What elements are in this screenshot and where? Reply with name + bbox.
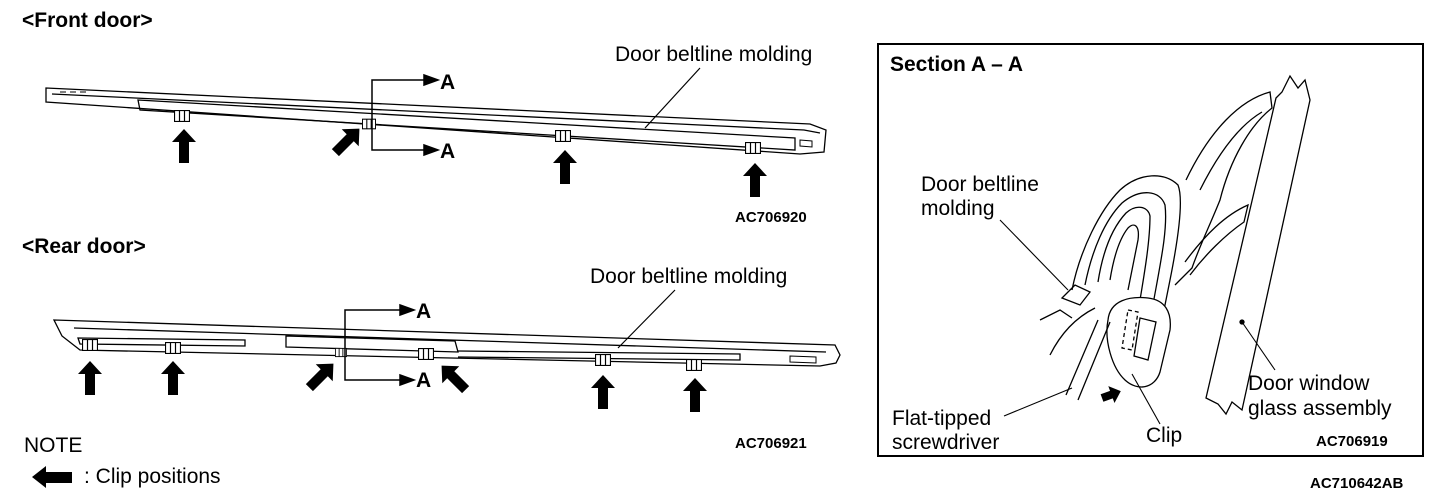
rear-section-line xyxy=(344,303,417,387)
rear-figure-code: AC706921 xyxy=(735,435,807,452)
section-molding-label-line1: Door beltline xyxy=(921,173,1039,196)
rear-arrow-2 xyxy=(161,361,185,395)
slide-direction-arrow xyxy=(1100,386,1121,404)
rear-door-molding xyxy=(52,319,841,367)
section-a-a-drawing xyxy=(999,74,1311,425)
note-title: NOTE xyxy=(24,434,83,457)
section-molding-label-line2: molding xyxy=(921,197,995,220)
screwdriver-label-line1: Flat-tipped xyxy=(892,407,992,430)
rear-section-mark-top: A xyxy=(416,300,432,323)
front-figure-code: AC706920 xyxy=(735,209,807,226)
front-molding-label: Door beltline molding xyxy=(615,43,813,66)
front-clip-2 xyxy=(362,118,376,130)
section-figure-code: AC706919 xyxy=(1316,433,1388,450)
front-clip-1 xyxy=(174,110,190,122)
rear-clip-1 xyxy=(82,339,98,351)
rear-arrow-diagonal-right xyxy=(441,365,470,394)
rear-arrow-3 xyxy=(591,375,615,409)
rear-arrow-1 xyxy=(78,361,102,395)
rear-arrow-diagonal-left xyxy=(305,363,334,392)
screwdriver-label-line2: screwdriver xyxy=(892,431,1000,454)
front-door-heading: <Front door> xyxy=(22,9,153,32)
front-arrow-3 xyxy=(743,163,767,197)
rear-arrow-4 xyxy=(683,378,707,412)
glass-label-line2: glass assembly xyxy=(1248,397,1392,420)
front-clip-4 xyxy=(745,142,761,154)
rear-clip-2 xyxy=(165,342,181,354)
section-title: Section A – A xyxy=(890,53,1024,76)
rear-door-heading: <Rear door> xyxy=(22,235,146,258)
rear-clip-6 xyxy=(686,359,702,371)
section-a-a-panel xyxy=(877,43,1424,457)
front-door-molding xyxy=(45,87,827,155)
rear-molding-label: Door beltline molding xyxy=(590,265,788,288)
glass-label-line1: Door window xyxy=(1248,372,1370,395)
front-arrow-2 xyxy=(553,150,577,184)
front-molding-leader xyxy=(644,67,701,129)
front-section-line xyxy=(371,73,441,157)
front-clip-3 xyxy=(555,130,571,142)
clip-label: Clip xyxy=(1146,424,1183,447)
figure-code: AC710642AB xyxy=(1310,475,1404,492)
rear-clip-4 xyxy=(418,348,434,360)
front-arrow-1 xyxy=(172,129,196,163)
legend-text: : Clip positions xyxy=(84,465,221,488)
arrow-left-icon xyxy=(32,466,72,488)
front-section-mark-top: A xyxy=(440,71,456,94)
rear-clip-5 xyxy=(595,354,611,366)
front-arrow-diagonal xyxy=(331,128,360,157)
front-section-mark-bottom: A xyxy=(440,140,456,163)
rear-molding-leader xyxy=(617,289,676,349)
rear-section-mark-bottom: A xyxy=(416,369,432,392)
